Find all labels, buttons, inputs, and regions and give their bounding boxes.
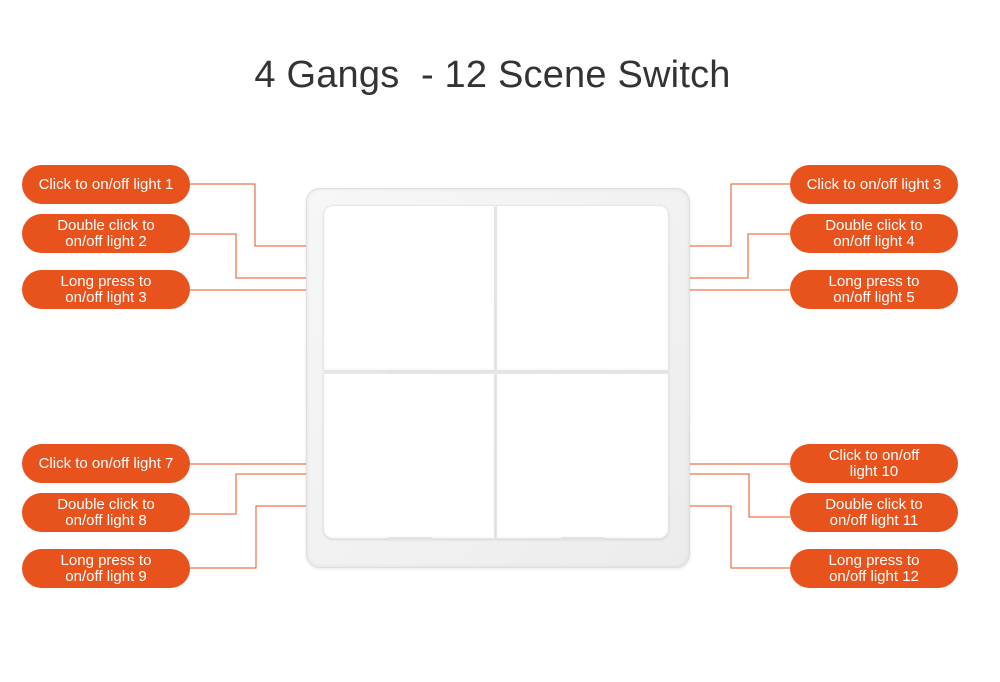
connector-line-6 — [190, 505, 334, 569]
callout-right-1: Click to on/off light 3 — [790, 165, 958, 204]
callout-text: Long press to on/off light 12 — [828, 551, 920, 585]
callout-left-1: Click to on/off light 1 — [22, 165, 190, 204]
switch-key-bottom-right[interactable] — [496, 373, 669, 539]
connector-line-11 — [653, 473, 790, 518]
key-indicator-notch — [561, 370, 605, 373]
connector-line-2 — [190, 233, 334, 279]
callout-right-5: Double click to on/off light 11 — [790, 493, 958, 532]
connector-line-1 — [190, 183, 334, 247]
callout-text: Double click to on/off light 4 — [825, 216, 923, 250]
switch-key-bottom-left[interactable] — [323, 373, 495, 539]
callout-left-6: Long press to on/off light 9 — [22, 549, 190, 588]
callout-text: Click to on/off light 7 — [38, 454, 174, 472]
switch-key-top-right[interactable] — [496, 205, 669, 371]
callout-text: Long press to on/off light 9 — [60, 551, 152, 585]
callout-right-3: Long press to on/off light 5 — [790, 270, 958, 309]
callout-left-3: Long press to on/off light 3 — [22, 270, 190, 309]
callout-text: Long press to on/off light 3 — [60, 272, 152, 306]
callout-text: Double click to on/off light 8 — [57, 495, 155, 529]
callout-left-4: Click to on/off light 7 — [22, 444, 190, 483]
callout-left-2: Double click to on/off light 2 — [22, 214, 190, 253]
callout-text: Click to on/off light 3 — [806, 175, 942, 193]
connector-line-7 — [653, 183, 790, 247]
callout-right-2: Double click to on/off light 4 — [790, 214, 958, 253]
connector-line-8 — [653, 233, 790, 279]
connector-line-5 — [190, 473, 334, 515]
callout-right-4: Click to on/off light 10 — [790, 444, 958, 483]
callout-text: Click to on/off light 1 — [38, 175, 174, 193]
switch-key-top-left[interactable] — [323, 205, 495, 371]
key-indicator-notch — [388, 370, 432, 373]
connector-line-12 — [653, 505, 790, 569]
callout-right-6: Long press to on/off light 12 — [790, 549, 958, 588]
diagram-title: 4 Gangs - 12 Scene Switch — [254, 54, 731, 96]
key-indicator-notch — [388, 537, 432, 540]
callout-text: Click to on/off light 10 — [828, 446, 920, 480]
callout-text: Double click to on/off light 2 — [57, 216, 155, 250]
callout-left-5: Double click to on/off light 8 — [22, 493, 190, 532]
callout-text: Double click to on/off light 11 — [825, 495, 923, 529]
callout-text: Long press to on/off light 5 — [828, 272, 920, 306]
key-indicator-notch — [561, 537, 605, 540]
